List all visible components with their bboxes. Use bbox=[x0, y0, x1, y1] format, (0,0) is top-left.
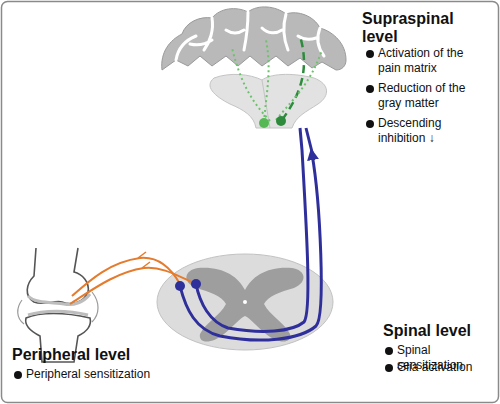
bullet-text: Peripheral sensitization bbox=[26, 367, 206, 382]
thalamic-neuron bbox=[276, 116, 286, 126]
nociceptor-fibres bbox=[70, 252, 196, 304]
level-heading: Supraspinal level bbox=[362, 10, 487, 45]
dorsal-horn-neuron bbox=[191, 279, 201, 289]
dorsal-horn-neuron bbox=[175, 281, 185, 291]
bullet-text: Descending inhibition ↓ bbox=[378, 116, 486, 146]
level-heading: Spinal level bbox=[383, 322, 493, 340]
bullet-dot bbox=[366, 120, 374, 128]
bullet-dot bbox=[385, 347, 393, 355]
bullet-dot bbox=[385, 364, 393, 372]
bullet-dot bbox=[14, 371, 22, 379]
brain-cortex bbox=[162, 7, 346, 70]
bullet-text: Reduction of the gray matter bbox=[378, 81, 486, 111]
thalamic-neuron bbox=[259, 118, 269, 128]
knee-joint bbox=[18, 248, 98, 362]
pain-matrix-projections bbox=[232, 36, 322, 128]
bullet-text: Activation of the pain matrix bbox=[378, 46, 486, 76]
bullet-dot bbox=[366, 50, 374, 58]
bullet-text: Glia activation bbox=[397, 360, 497, 375]
level-heading: Peripheral level bbox=[12, 346, 192, 364]
ascending-pathway bbox=[175, 128, 321, 340]
bullet-dot bbox=[366, 85, 374, 93]
